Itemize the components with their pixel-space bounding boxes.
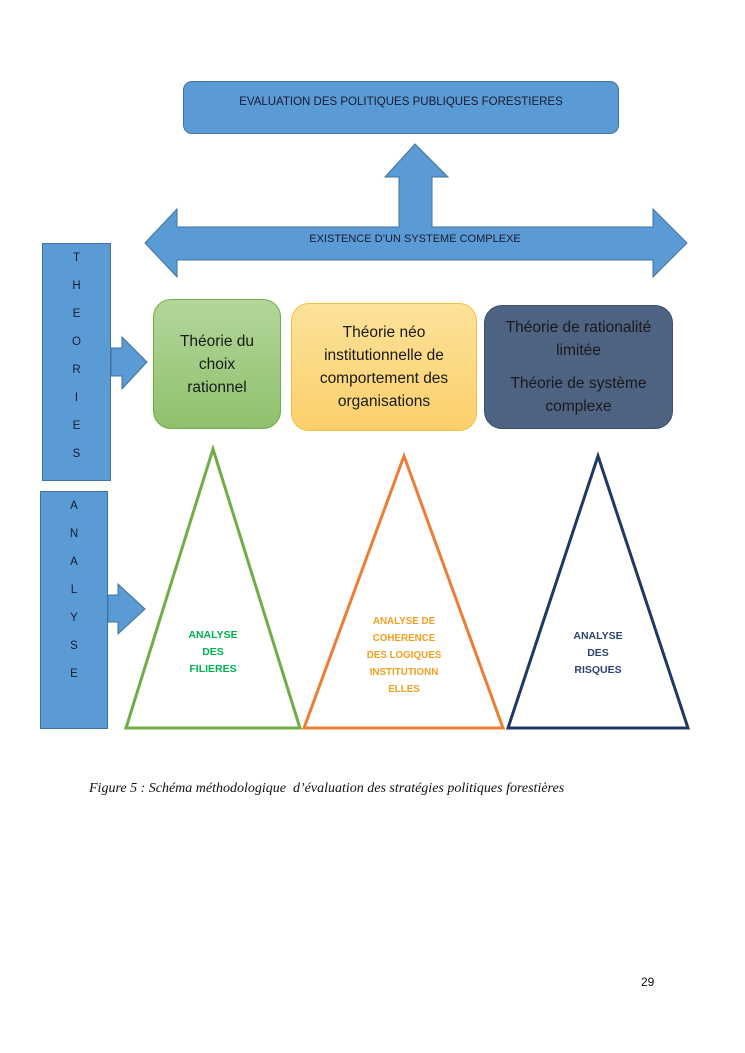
theories-letter: R bbox=[72, 364, 81, 376]
triangle-filieres bbox=[123, 443, 303, 730]
triangle-risques bbox=[505, 451, 691, 730]
theories-arrow bbox=[110, 335, 148, 391]
label-line: INSTITUTIONN bbox=[369, 667, 439, 678]
label-line: ELLES bbox=[388, 684, 420, 695]
card-line: Théorie néo bbox=[342, 324, 426, 341]
triangle-coherence bbox=[301, 451, 506, 730]
analyse-letter: Y bbox=[70, 612, 78, 624]
analyse-letter: E bbox=[70, 668, 78, 680]
theories-letter: H bbox=[72, 280, 81, 292]
card-line: organisations bbox=[337, 393, 431, 410]
card-line: Théorie du bbox=[179, 332, 255, 350]
label-coherence: ANALYSE DE COHERENCE DES LOGIQUES INSTIT… bbox=[344, 613, 464, 698]
system-complex-arrow bbox=[144, 143, 688, 279]
label-line: ANALYSE bbox=[573, 630, 623, 642]
theories-letter: O bbox=[72, 336, 81, 348]
analyse-letter: S bbox=[70, 640, 78, 652]
analyse-letter: A bbox=[70, 500, 78, 512]
theories-letter: E bbox=[72, 308, 81, 320]
label-line: DES LOGIQUES bbox=[366, 650, 442, 661]
label-line: ANALYSE bbox=[188, 629, 238, 641]
theories-bar: T H E O R I E S bbox=[42, 243, 111, 481]
card-neo-institutional: Théorie néo institutionnelle de comporte… bbox=[291, 303, 477, 431]
label-line: COHERENCE bbox=[372, 633, 436, 644]
analyse-bar: A N A L Y S E bbox=[40, 491, 108, 729]
card-line: Théorie de rationalité bbox=[505, 319, 652, 336]
theories-letter: T bbox=[72, 252, 81, 264]
system-complex-label: EXISTENCE D’UN SYSTEME COMPLEXE bbox=[309, 233, 521, 245]
theories-letter: E bbox=[72, 420, 81, 432]
analyse-letter: L bbox=[70, 584, 78, 596]
label-filieres: ANALYSE DES FILIERES bbox=[163, 627, 263, 678]
label-risques: ANALYSE DES RISQUES bbox=[548, 628, 648, 679]
card-line: complexe bbox=[545, 398, 612, 415]
card-line: choix bbox=[198, 355, 236, 373]
page-number: 29 bbox=[641, 975, 655, 989]
analyse-letter: N bbox=[69, 528, 79, 540]
label-line: ANALYSE DE bbox=[372, 616, 436, 627]
analyse-letter: A bbox=[70, 556, 78, 568]
evaluation-label: EVALUATION DES POLITIQUES PUBLIQUES FORE… bbox=[239, 96, 563, 108]
label-line: DES bbox=[587, 647, 609, 659]
label-line: DES bbox=[202, 646, 224, 658]
theories-letter: S bbox=[72, 448, 81, 460]
analyse-arrow bbox=[107, 582, 146, 636]
evaluation-box: EVALUATION DES POLITIQUES PUBLIQUES FORE… bbox=[183, 81, 619, 134]
card-line: comportement des bbox=[319, 370, 449, 387]
card-line: limitée bbox=[556, 342, 601, 359]
card-bounded-rationality: Théorie de rationalité limitée Théorie d… bbox=[484, 305, 673, 429]
figure-caption: Figure 5 : Schéma méthodologique d’évalu… bbox=[89, 781, 565, 796]
card-rational-choice: Théorie du choix rationnel bbox=[153, 299, 281, 429]
label-line: RISQUES bbox=[574, 664, 622, 676]
card-line: Théorie de système bbox=[510, 375, 647, 392]
card-line: institutionnelle de bbox=[324, 347, 444, 364]
label-line: FILIERES bbox=[189, 663, 237, 675]
card-line: rationnel bbox=[187, 378, 247, 396]
theories-letter: I bbox=[74, 392, 79, 404]
